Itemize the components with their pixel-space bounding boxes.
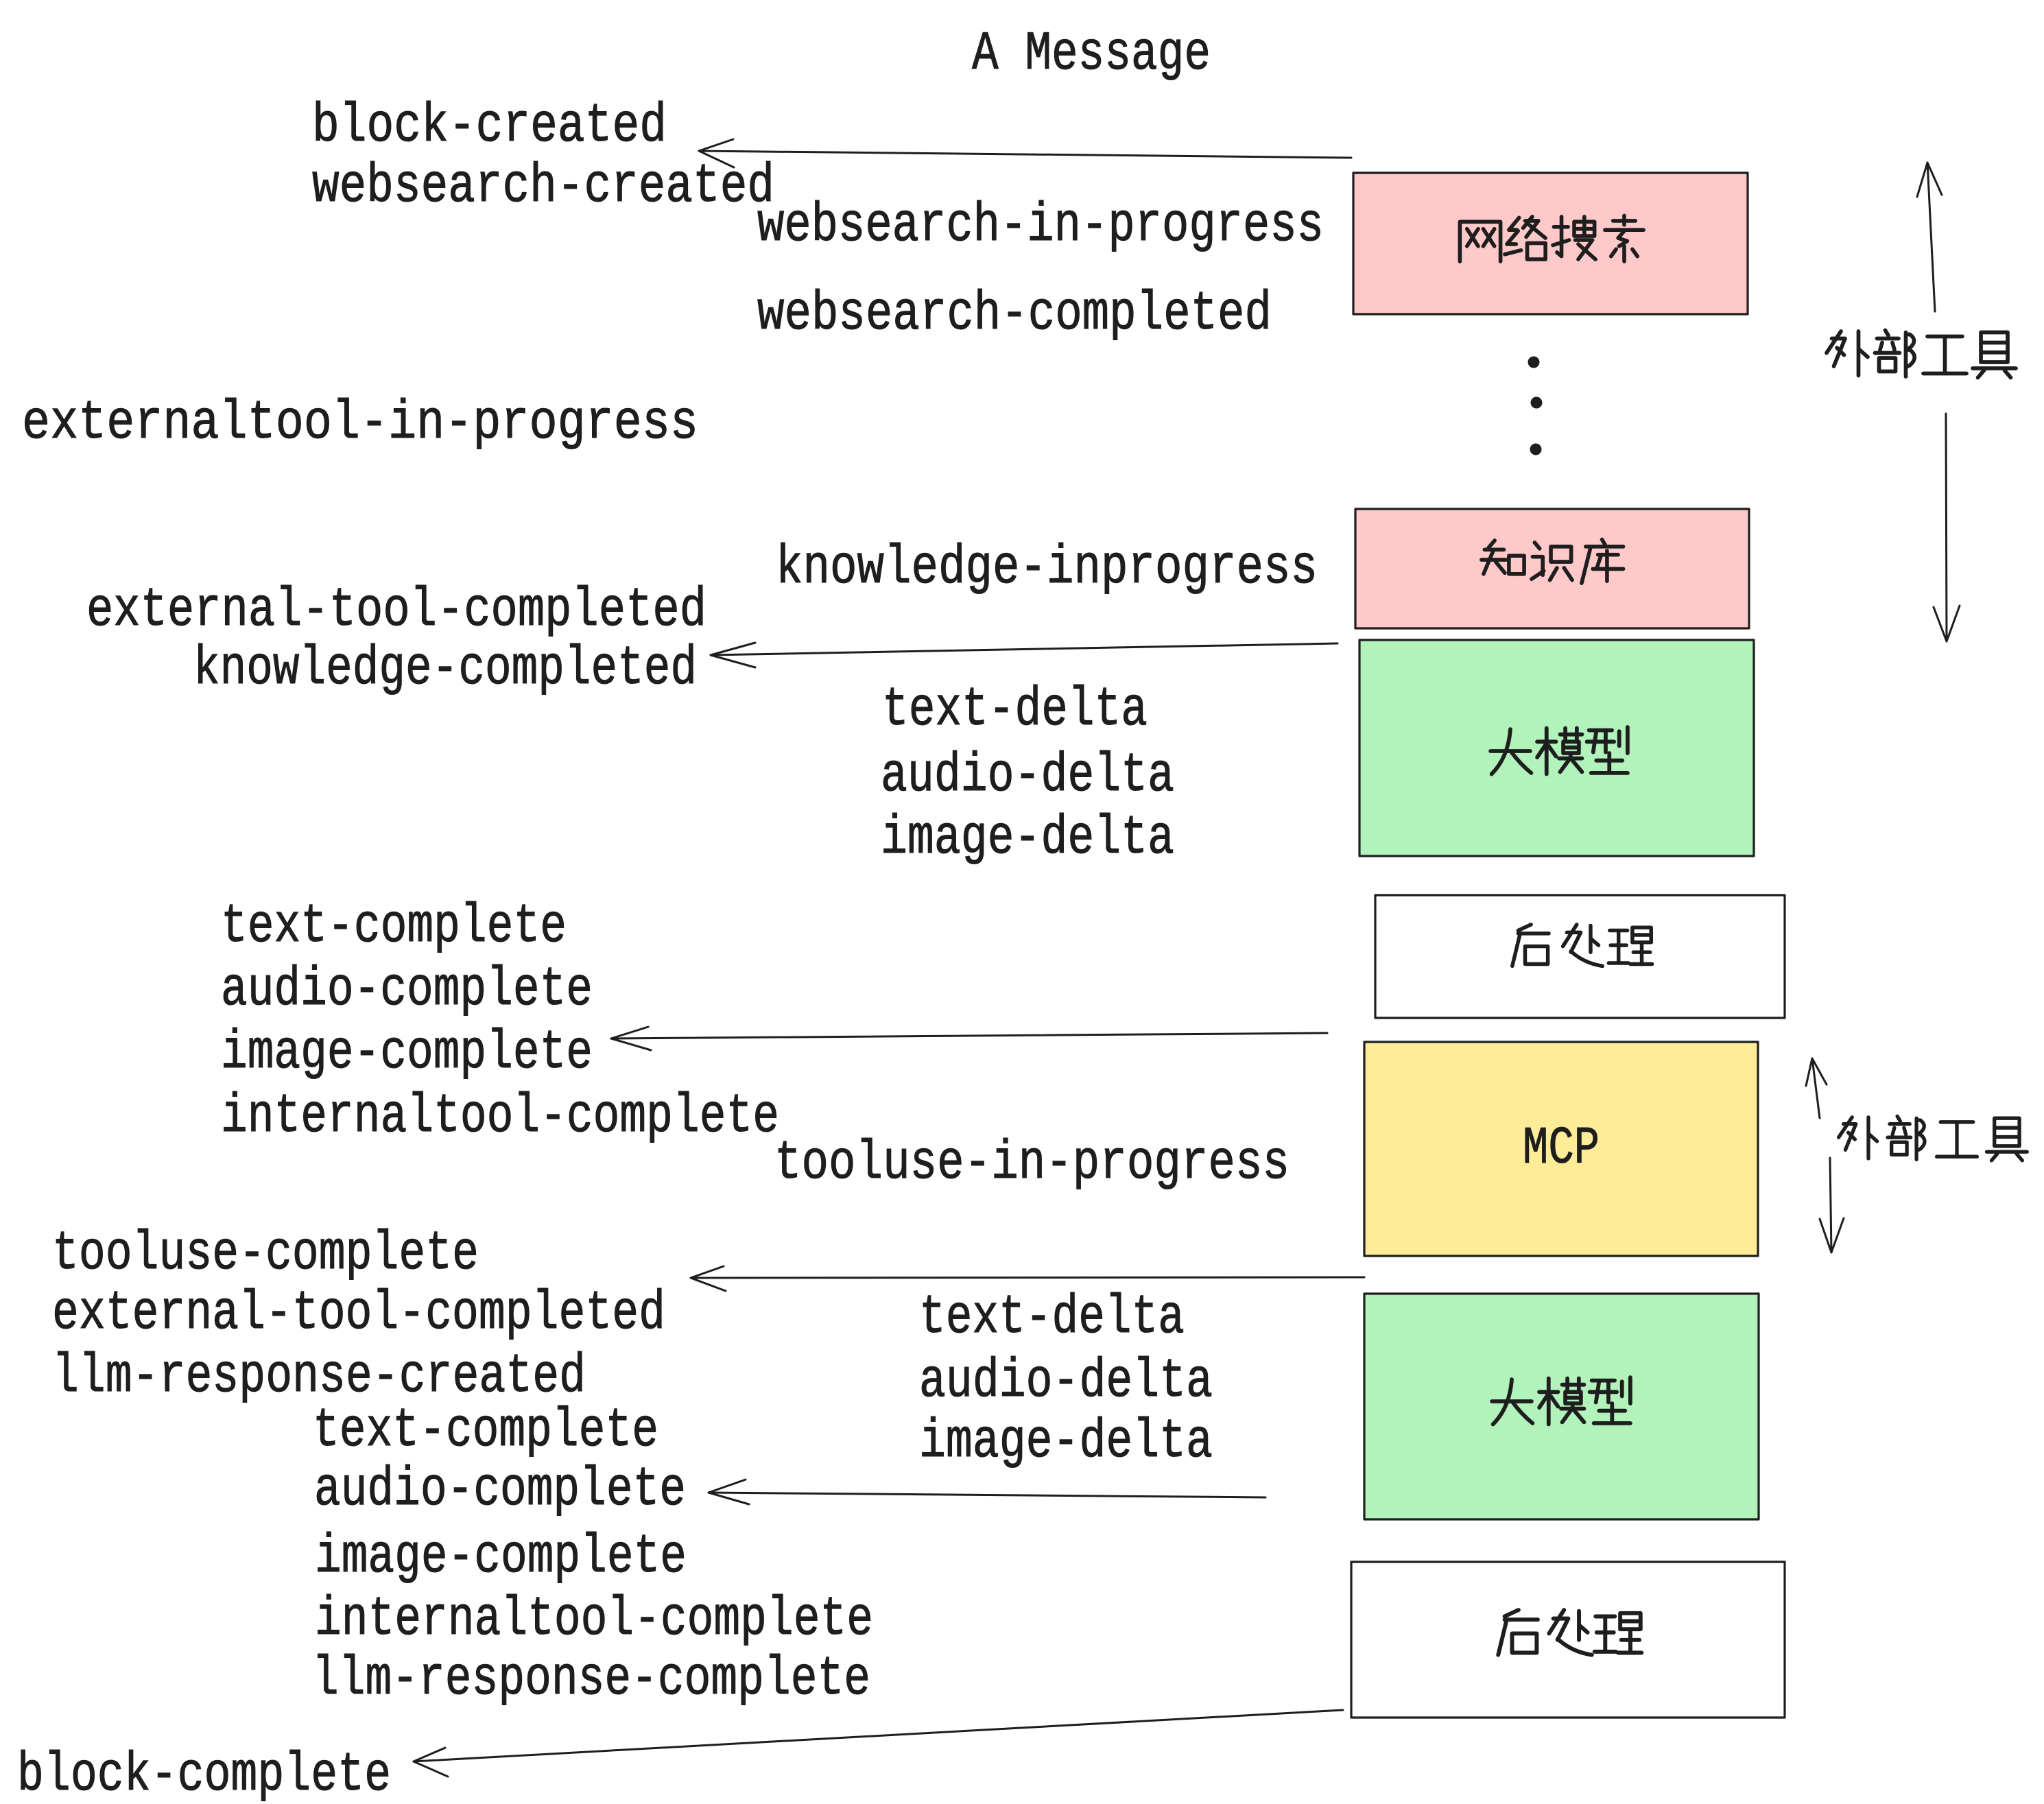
svg-text:tooluse-complete: tooluse-complete (52, 1223, 479, 1285)
svg-text:external-tool-completed: external-tool-completed (52, 1283, 665, 1345)
svg-text:audio-delta: audio-delta (919, 1351, 1213, 1413)
svg-text:llm-response-created: llm-response-created (52, 1346, 586, 1408)
svg-text:external-tool-completed: external-tool-completed (86, 580, 706, 642)
svg-text:image-delta: image-delta (881, 807, 1174, 870)
svg-text:image-delta: image-delta (919, 1411, 1213, 1473)
svg-text:llm-response-complete: llm-response-complete (312, 1648, 870, 1711)
svg-text:websearch-created: websearch-created (312, 156, 774, 218)
svg-text:text-delta: text-delta (882, 679, 1148, 741)
svg-text:text-delta: text-delta (919, 1287, 1185, 1349)
svg-text:text-complete: text-complete (221, 896, 567, 958)
svg-text:block-complete: block-complete (17, 1744, 391, 1804)
svg-text:knowledge-inprogress: knowledge-inprogress (776, 537, 1318, 600)
svg-text:A Message: A Message (972, 23, 1211, 86)
svg-text:audio-complete: audio-complete (221, 959, 593, 1021)
svg-text:image-complete: image-complete (315, 1526, 687, 1589)
svg-text:image-complete: image-complete (221, 1022, 593, 1084)
svg-text:websearch-in-progress: websearch-in-progress (757, 195, 1324, 257)
svg-text:MCP: MCP (1523, 1119, 1600, 1179)
svg-text:tooluse-in-progress: tooluse-in-progress (774, 1132, 1290, 1195)
svg-text:audio-complete: audio-complete (314, 1459, 686, 1521)
svg-text:block-created: block-created (312, 95, 667, 158)
svg-text:text-complete: text-complete (313, 1400, 658, 1462)
svg-text:audio-delta: audio-delta (881, 745, 1174, 807)
svg-text:internaltool-complete: internaltool-complete (221, 1086, 779, 1148)
svg-text:internaltool-complete: internaltool-complete (315, 1589, 873, 1651)
svg-text:knowledge-completed: knowledge-completed (193, 638, 697, 700)
svg-text:websearch-completed: websearch-completed (757, 283, 1272, 346)
svg-text:externaltool-in-progress: externaltool-in-progress (22, 392, 698, 455)
